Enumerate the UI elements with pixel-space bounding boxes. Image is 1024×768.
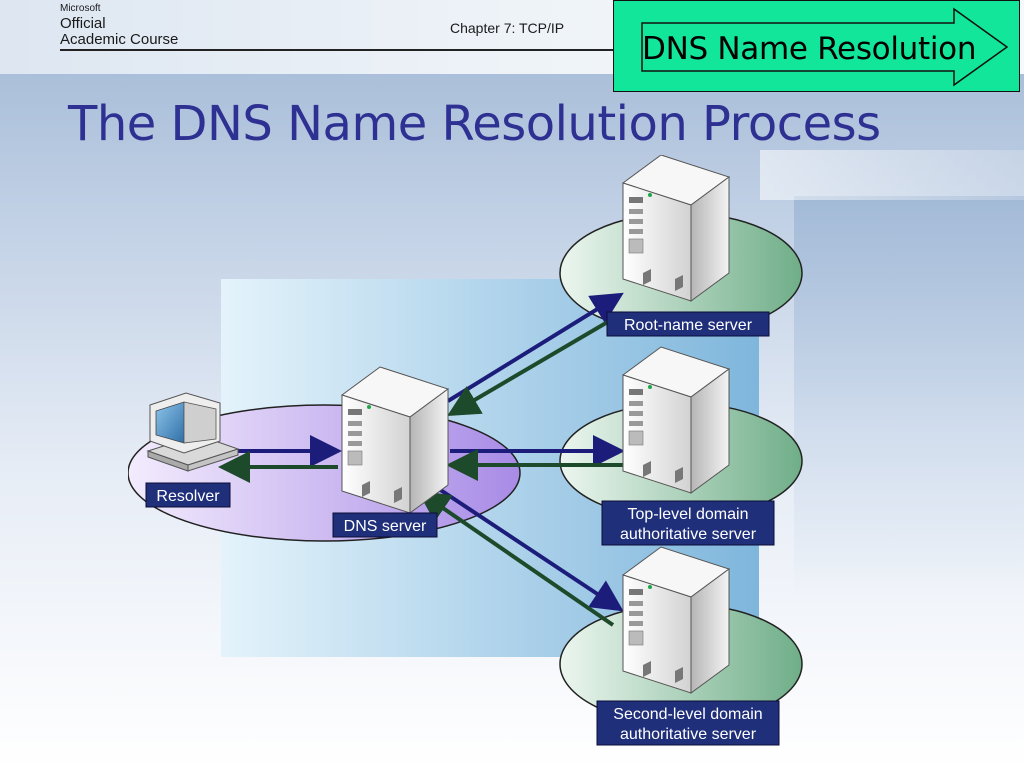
- tld-server-label: Top-level domain authoritative server: [601, 500, 775, 546]
- dns-server-label-text: DNS server: [344, 518, 427, 535]
- root-server-label-text: Root-name server: [624, 317, 753, 334]
- server-icon: [622, 346, 730, 494]
- response-arrow-root: [447, 311, 625, 417]
- slide-title: The DNS Name Resolution Process: [68, 96, 881, 152]
- header-divider: [60, 49, 616, 51]
- request-arrow-sld: [431, 483, 624, 612]
- resolver-label: Resolver: [145, 482, 231, 508]
- dns-resolution-diagram: Resolver DNS server Root-name server Top…: [128, 155, 803, 746]
- sld-label-line1: Second-level domain: [613, 706, 762, 723]
- dns-server-label: DNS server: [332, 512, 438, 538]
- tld-label-line2: authoritative server: [620, 526, 757, 543]
- background-band: [794, 196, 1024, 596]
- response-arrow-sld: [417, 490, 615, 627]
- sld-label-line2: authoritative server: [620, 726, 757, 743]
- background-stripe: [760, 150, 1024, 200]
- tld-label-line1: Top-level domain: [628, 506, 749, 523]
- workstation-icon: [146, 392, 240, 472]
- server-icon: [622, 546, 730, 694]
- server-icon: [622, 155, 730, 302]
- badge-label: DNS Name Resolution: [642, 31, 977, 67]
- server-icon: [341, 366, 449, 514]
- topic-badge: DNS Name Resolution: [613, 0, 1020, 92]
- request-arrow-root: [446, 292, 624, 403]
- arrow-icon: [641, 7, 1009, 87]
- resolver-label-text: Resolver: [156, 488, 220, 505]
- logo-official: Official: [60, 15, 106, 32]
- logo-academic-course: Academic Course: [60, 31, 179, 48]
- course-logo: Microsoft Official Academic Course: [60, 3, 179, 48]
- logo-microsoft: Microsoft: [60, 3, 101, 14]
- sld-server-label: Second-level domain authoritative server: [596, 700, 780, 746]
- chapter-label: Chapter 7: TCP/IP: [450, 20, 565, 36]
- root-server-label: Root-name server: [606, 311, 770, 337]
